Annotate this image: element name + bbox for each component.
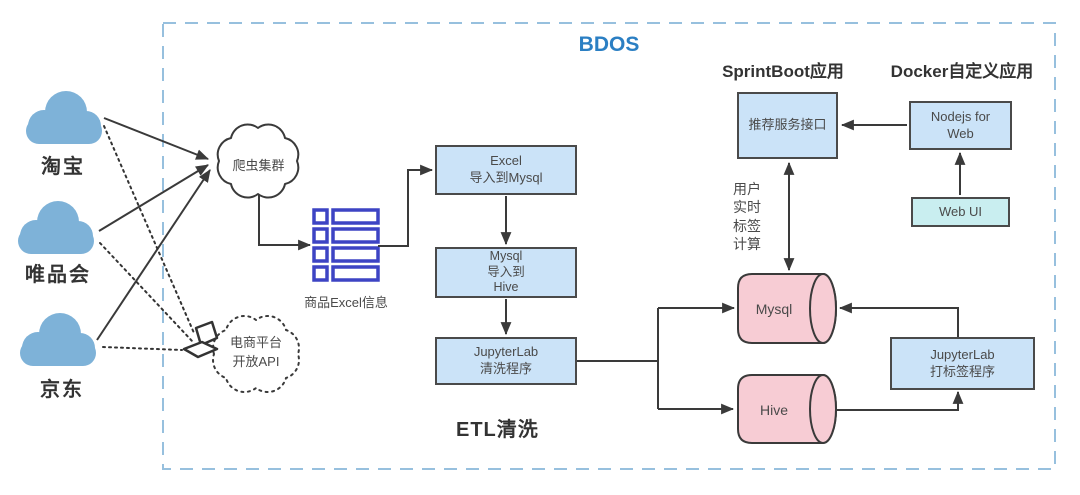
nodejs-for-web-box: Nodejs for Web: [909, 101, 1012, 150]
crawler-cloud: [216, 123, 300, 199]
excel-to-mysql-box: Excel 导入到Mysql: [435, 145, 577, 195]
docker-section-label: Docker自定义应用: [890, 62, 1034, 81]
jupyterlab-clean-box: JupyterLab 清洗程序: [435, 337, 577, 385]
mysql-cylinder-label: Mysql: [755, 301, 793, 317]
crawler-to-excelinfo-arrow: [258, 195, 312, 251]
laptop-icon: [182, 320, 219, 359]
etl-label: ETL清洗: [456, 419, 539, 441]
flow-connectors: [258, 119, 966, 415]
recommend-service-box: 推荐服务接口: [737, 92, 838, 159]
source-cloud-taobao: [26, 91, 102, 144]
sprintboot-section-label: SprintBoot应用: [722, 62, 844, 81]
hive-cylinder-label: Hive: [759, 402, 788, 418]
excelinfo-to-excelbox-arrow: [378, 164, 434, 247]
excel-info-label: 商品Excel信息: [304, 295, 388, 310]
open-api-cloud: [212, 315, 300, 393]
web-ui-box: Web UI: [911, 197, 1010, 227]
source-to-api-dotted-lines: [99, 125, 195, 351]
source-label-jd: 京东: [40, 379, 84, 401]
hive-database-cylinder: [737, 374, 837, 444]
bdos-title: BDOS: [578, 33, 640, 56]
source-label-taobao: 淘宝: [41, 156, 85, 178]
user-tag-computing-label: 用户 实时 标签 计算: [733, 181, 761, 252]
bdos-boundary: [162, 22, 1056, 470]
mysql-database-cylinder: [737, 273, 837, 344]
tagging-to-mysql-arrow: [838, 302, 959, 337]
mysql-to-hive-box: Mysql 导入到 Hive: [435, 247, 577, 298]
source-cloud-jd: [20, 313, 96, 366]
source-to-crawler-arrows: [96, 117, 211, 341]
source-cloud-vipshop: [18, 201, 94, 254]
open-api-cloud-label: 电商平台 开放API: [229, 335, 282, 369]
excel-list-icon: [312, 208, 380, 282]
jupyterlab-tagging-box: JupyterLab 打标签程序: [890, 337, 1035, 390]
hive-to-tagging-arrow: [837, 390, 964, 411]
source-label-vipshop: 唯品会: [25, 264, 91, 286]
crawler-cloud-label: 爬虫集群: [232, 158, 285, 173]
